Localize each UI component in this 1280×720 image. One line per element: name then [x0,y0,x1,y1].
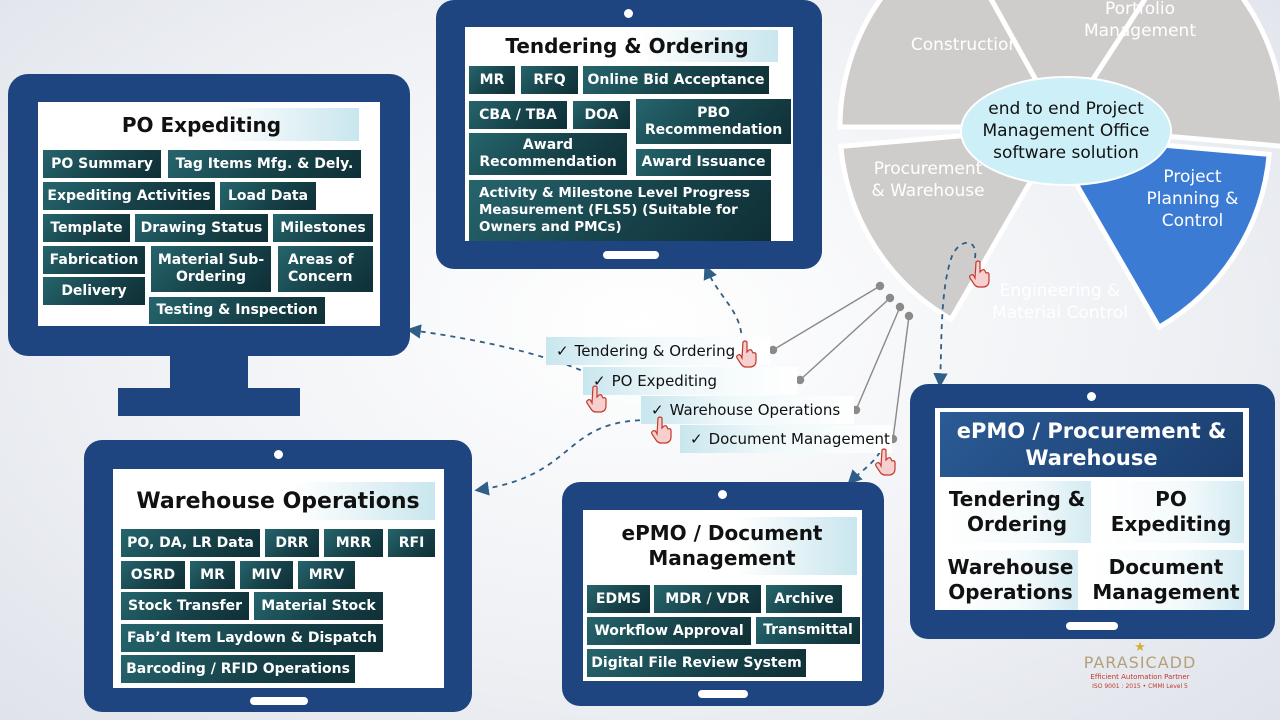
logo-name: PARASICADD [1083,653,1197,672]
doc-tile-transmittal[interactable]: Transmittal [756,617,860,644]
checklist-label: Tendering & Ordering [574,342,736,360]
checklist-item-document[interactable]: ✓ Document Management [680,425,892,453]
po-tile-po-summary[interactable]: PO Summary [43,150,161,178]
logo-tagline: Efficient Automation Partner [1090,673,1190,681]
doc-tile-digital-file-review[interactable]: Digital File Review System [587,649,806,677]
checklist-item-po-expediting[interactable]: ✓ PO Expediting [583,367,797,395]
hand-cursor-icon [875,448,896,476]
tablet-camera [274,450,283,459]
tendering-title: Tendering & Ordering [476,30,778,62]
wh-tile-drr[interactable]: DRR [265,529,319,557]
tablet-home-bar [698,690,748,698]
check-icon: ✓ [690,430,703,448]
tablet-home-bar [1066,622,1118,630]
hand-cursor-icon [736,340,757,368]
epmo-tile-tendering[interactable]: Tendering & Ordering [943,481,1091,543]
wh-tile-barcoding[interactable]: Barcoding / RFID Operations [121,655,355,683]
po-tile-expediting-activities[interactable]: Expediting Activities [43,182,215,210]
doc-tile-mdr-vdr[interactable]: MDR / VDR [654,585,761,613]
doc-tile-workflow-approval[interactable]: Workflow Approval [587,617,751,645]
pie-label-procurement: Procurement & Warehouse [871,159,985,201]
checklist-label: Document Management [708,430,890,448]
wh-tile-fabd-item[interactable]: Fab’d Item Laydown & Dispatch [121,624,383,652]
tender-tile-doa[interactable]: DOA [573,101,630,129]
pie-label-portfolio: Portfolio Management [1084,0,1196,41]
pie-label-construction: Construction [910,35,1020,55]
tender-tile-cba-tba[interactable]: CBA / TBA [469,101,567,129]
po-tile-areas-of-concern[interactable]: Areas of Concern [278,246,373,292]
po-tile-milestones[interactable]: Milestones [273,214,373,242]
tender-tile-mr[interactable]: MR [469,66,515,94]
logo-certs: ISO 9001 : 2015 • CMMI Level 5 [1092,683,1188,690]
document-title: ePMO / Document Management [587,517,857,575]
tablet-camera [1087,392,1096,401]
doc-tile-archive[interactable]: Archive [766,585,842,613]
wh-tile-miv[interactable]: MIV [240,561,293,589]
po-tile-load-data[interactable]: Load Data [220,182,316,210]
po-tile-tag-items[interactable]: Tag Items Mfg. & Dely. [168,150,361,178]
pie-slice-procurement[interactable] [1043,132,1272,331]
pie-center-ellipse: end to end Project Management Office sof… [960,76,1172,186]
hand-cursor-icon [586,385,607,413]
tender-tile-award-recommendation[interactable]: Award Recommendation [469,133,627,175]
checklist-label: PO Expediting [611,372,718,390]
epmo-tile-document[interactable]: Document Management [1088,550,1244,610]
wh-tile-material-stock[interactable]: Material Stock [254,592,383,620]
checklist-item-warehouse[interactable]: ✓ Warehouse Operations [641,396,854,424]
check-icon: ✓ [651,401,664,419]
tender-tile-rfq[interactable]: RFQ [521,66,578,94]
tablet-home-bar [603,251,659,259]
tablet-camera [718,490,727,499]
tender-tile-award-issuance[interactable]: Award Issuance [636,149,771,176]
wh-tile-rfi[interactable]: RFI [388,529,435,557]
hand-cursor-icon [969,260,990,288]
pie-slice-planning [988,0,1148,132]
pie-label-planning: Project Planning & Control [1146,167,1239,231]
po-expediting-title: PO Expediting [44,108,359,141]
pie-center-text: end to end Project Management Office sof… [982,99,1150,163]
logo-star-icon: ★ [1134,640,1146,655]
po-tile-material-sub-ordering[interactable]: Material Sub-Ordering [151,246,271,292]
epmo-title: ePMO / Procurement & Warehouse [940,412,1243,477]
tender-tile-activity-milestone[interactable]: Activity & Milestone Level Progress Meas… [469,180,771,241]
warehouse-title: Warehouse Operations [121,482,435,520]
wh-tile-mrr[interactable]: MRR [324,529,383,557]
hand-cursor-icon [651,416,672,444]
company-logo: ★ PARASICADD Efficient Automation Partne… [1075,640,1205,691]
po-tile-template[interactable]: Template [43,214,130,242]
wh-tile-po-da-lr[interactable]: PO, DA, LR Data [121,529,260,557]
wh-tile-stock-transfer[interactable]: Stock Transfer [121,592,249,620]
po-tile-delivery[interactable]: Delivery [43,277,145,305]
tender-tile-online-bid[interactable]: Online Bid Acceptance [583,66,769,94]
check-icon: ✓ [556,342,569,360]
wh-tile-mr[interactable]: MR [190,561,235,589]
checklist-item-tendering[interactable]: ✓ Tendering & Ordering [546,337,770,365]
tender-tile-pbo[interactable]: PBO Recommendation [636,99,791,144]
wh-tile-osrd[interactable]: OSRD [121,561,185,589]
epmo-tile-warehouse[interactable]: Warehouse Operations [943,550,1078,610]
check-icon: ✓ [593,372,606,390]
epmo-tile-po-expediting[interactable]: PO Expediting [1098,481,1244,543]
wh-tile-mrv[interactable]: MRV [298,561,355,589]
po-tile-drawing-status[interactable]: Drawing Status [135,214,268,242]
doc-tile-edms[interactable]: EDMS [587,585,650,613]
po-tile-fabrication[interactable]: Fabrication [43,246,145,274]
monitor-base [118,388,300,416]
checklist-label: Warehouse Operations [669,401,841,419]
tablet-camera [624,9,633,18]
pie-label-engineering: Engineering & Material Control [992,281,1128,323]
po-tile-testing-inspection[interactable]: Testing & Inspection [149,297,325,324]
monitor-neck [170,354,248,390]
tablet-home-bar [250,697,308,705]
